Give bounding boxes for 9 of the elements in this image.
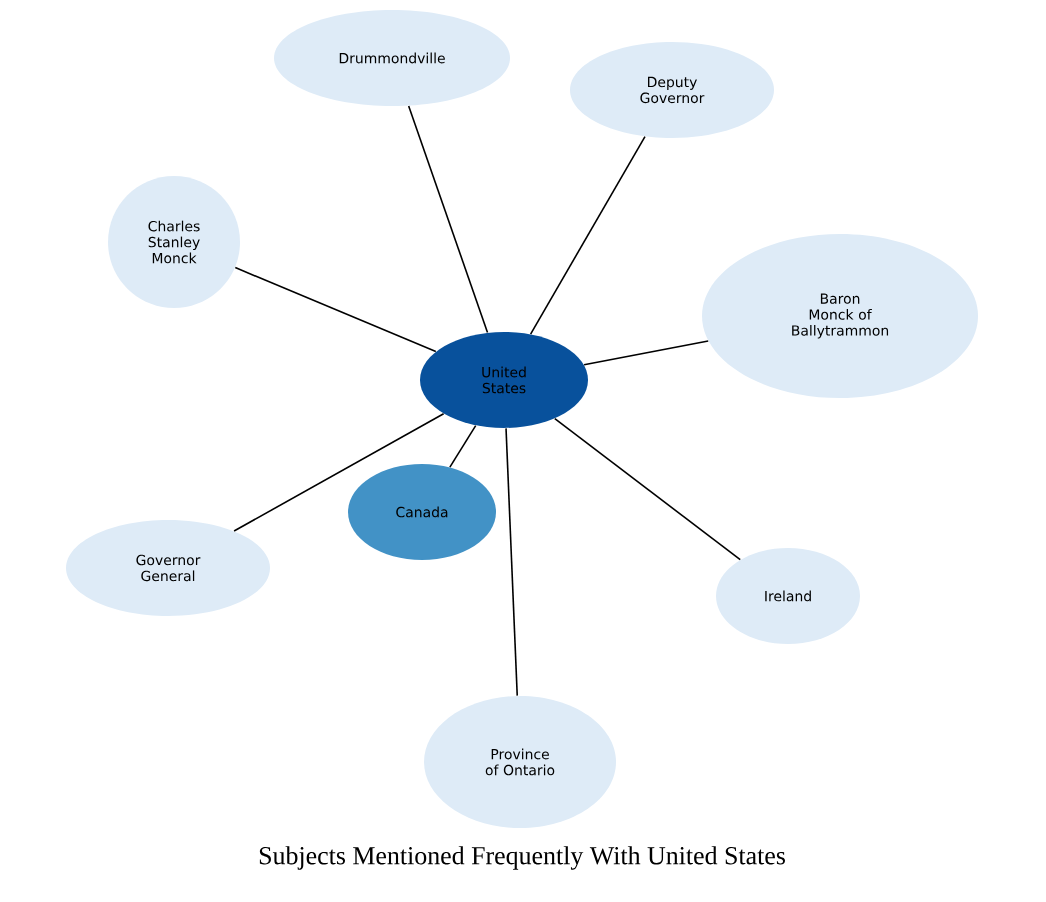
connector-line: [505, 427, 519, 697]
connector-line: [529, 135, 646, 335]
connector-line: [583, 340, 709, 366]
connector-line: [449, 424, 477, 468]
chart-title: Subjects Mentioned Frequently With United States: [259, 846, 785, 870]
connector-line: [234, 266, 437, 353]
connector-line: [407, 105, 489, 334]
connector-line: [554, 417, 741, 561]
connector-line: [233, 413, 445, 532]
